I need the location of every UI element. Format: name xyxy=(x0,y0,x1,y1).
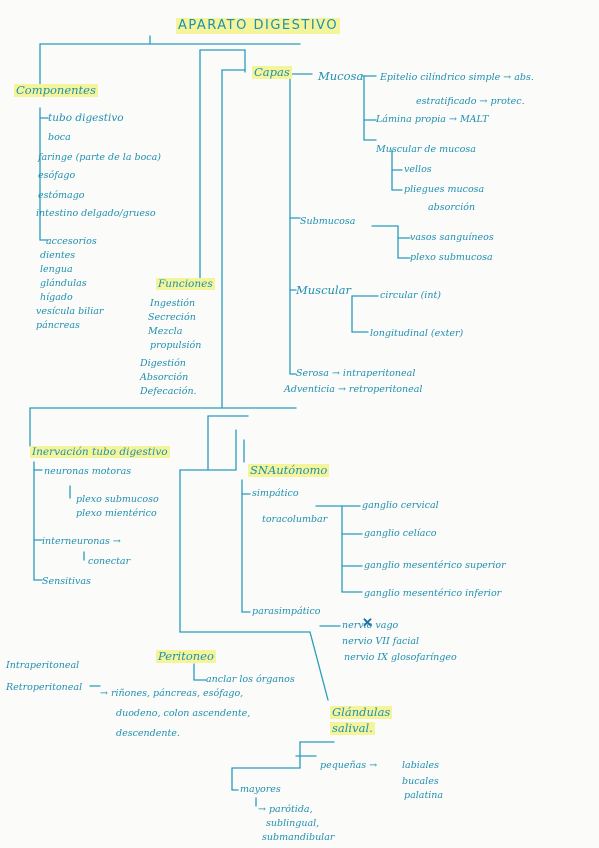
neuronas-motoras: neuronas motoras xyxy=(44,466,132,477)
ganglio-2: ganglio celíaco xyxy=(364,528,437,539)
ganglio-3: ganglio mesentérico superior xyxy=(364,560,506,571)
tubo-item-2: faringe (parte de la boca) xyxy=(38,152,161,163)
accesorios-item-5: vesícula biliar xyxy=(36,306,104,317)
funcion-6: Absorción xyxy=(140,372,189,383)
longitudinal-label: longitudinal (exter) xyxy=(370,328,464,339)
ganglio-4: ganglio mesentérico inferior xyxy=(364,588,502,599)
retroperitoneal-label: Retroperitoneal xyxy=(6,682,83,693)
serosa-label: Serosa → intraperitoneal xyxy=(296,368,416,379)
mucosa-label: Mucosa xyxy=(318,69,364,83)
retro-line-3: descendente. xyxy=(116,728,180,739)
funcion-5: Digestión xyxy=(140,358,186,369)
sensitivas-label: Sensitivas xyxy=(42,576,91,587)
inervacion-heading: Inervación tubo digestivo xyxy=(30,446,170,458)
muscular-mucosa: Muscular de mucosa xyxy=(376,144,476,155)
sublingual-label: sublingual, xyxy=(266,818,320,829)
submucosa-label: Submucosa xyxy=(300,216,356,227)
accesorios-item-2: lengua xyxy=(40,264,73,275)
submandibular-label: submandibular xyxy=(262,832,335,843)
tubo-digestivo-label: tubo digestivo xyxy=(48,112,124,124)
funcion-1: Ingestión xyxy=(150,298,196,309)
tubo-item-4: estómago xyxy=(38,190,85,201)
accesorios-item-4: hígado xyxy=(40,292,73,303)
absorcion-label: absorción xyxy=(428,202,476,213)
retro-line-1: → riñones, páncreas, esófago, xyxy=(100,688,244,699)
funcion-4: propulsión xyxy=(150,340,202,351)
sna-heading: SNAutónomo xyxy=(248,463,330,477)
peritoneo-heading: Peritoneo xyxy=(156,649,216,663)
epitelio-line-2: estratificado → protec. xyxy=(416,96,525,107)
funcion-7: Defecación. xyxy=(140,386,197,397)
page-title: APARATO DIGESTIVO xyxy=(176,18,341,34)
epitelio-line-1: Epitelio cilíndrico simple → abs. xyxy=(380,72,534,83)
pequenas-label: pequeñas → xyxy=(320,760,378,771)
accesorios-label: accesorios xyxy=(46,236,97,247)
intraperitoneal-label: Intraperitoneal xyxy=(6,660,80,671)
funciones-heading: Funciones xyxy=(156,278,215,290)
nervio-vii: nervio VII facial xyxy=(342,636,420,647)
tubo-item-5: intestino delgado/grueso xyxy=(36,208,156,219)
simpatico-label: simpático xyxy=(252,488,299,499)
nervio-ix: nervio IX glosofaríngeo xyxy=(344,652,457,663)
nervio-vago: nervio vago xyxy=(342,620,399,631)
bucales-label: bucales xyxy=(402,776,439,787)
accesorios-item-3: glándulas xyxy=(40,278,87,289)
pliegues-label: pliegues mucosa xyxy=(404,184,485,195)
plexo-mienterico: plexo mientérico xyxy=(76,508,157,519)
capas-heading: Capas xyxy=(252,65,292,79)
plexo-submucosa-label: plexo submucosa xyxy=(410,252,493,263)
anclar-label: anclar los órganos xyxy=(206,674,295,685)
vellos-label: vellos xyxy=(404,164,432,175)
glandulas-heading-1: Glándulas xyxy=(330,705,393,719)
parasimpatico-label: parasimpático xyxy=(252,606,321,617)
muscular-label: Muscular xyxy=(296,283,351,297)
circular-label: circular (int) xyxy=(380,290,441,301)
plexo-submucoso: plexo submucoso xyxy=(76,494,159,505)
funcion-2: Secreción xyxy=(148,312,196,323)
ganglio-1: ganglio cervical xyxy=(362,500,439,511)
toracolumbar-label: toracolumbar xyxy=(262,514,328,525)
vasos-label: vasos sanguíneos xyxy=(410,232,494,243)
tubo-item-1: boca xyxy=(48,132,71,143)
accesorios-item-6: páncreas xyxy=(36,320,80,331)
cross-mark-icon: ✕ xyxy=(362,616,373,631)
glandulas-heading-2: salival. xyxy=(330,721,375,735)
funcion-3: Mezcla xyxy=(148,326,183,337)
tubo-item-3: esófago xyxy=(38,170,76,181)
componentes-heading: Componentes xyxy=(14,83,98,97)
lamina-propia: Lámina propia → MALT xyxy=(376,114,489,125)
labiales-label: labiales xyxy=(402,760,440,771)
palatina-label: palatina xyxy=(404,790,444,801)
mayores-label: mayores xyxy=(240,784,281,795)
retro-line-2: duodeno, colon ascendente, xyxy=(116,708,251,719)
accesorios-item-1: dientes xyxy=(40,250,76,261)
conectar-label: conectar xyxy=(88,556,131,567)
adventicia-label: Adventicia → retroperitoneal xyxy=(284,384,423,395)
interneuronas: interneuronas → xyxy=(42,536,121,547)
parotida-label: → parótida, xyxy=(258,804,313,815)
